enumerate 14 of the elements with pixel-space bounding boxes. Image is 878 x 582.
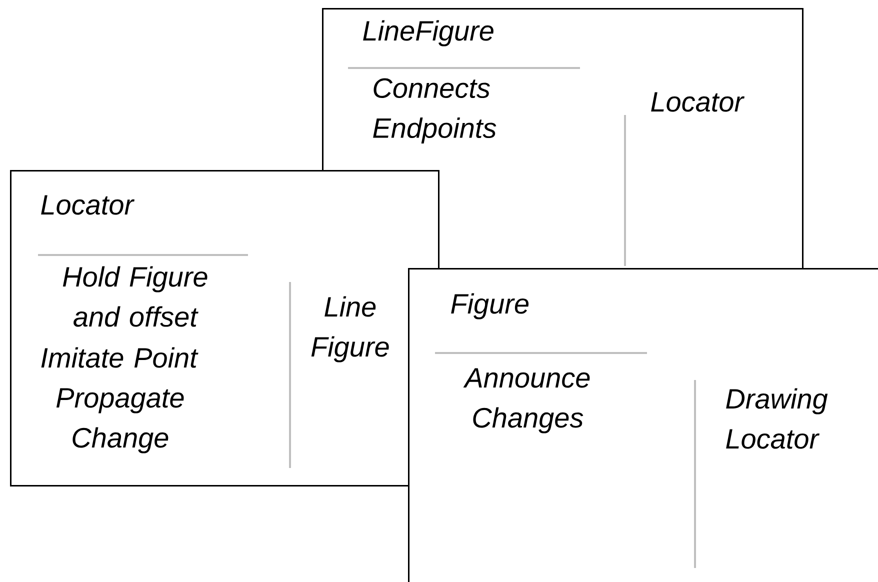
card-title: Figure bbox=[451, 293, 528, 320]
crc-card bbox=[408, 268, 878, 582]
collaborator-text: Locator bbox=[651, 92, 745, 112]
collaborator-text: Line Figure bbox=[311, 296, 389, 362]
card-title: LineFigure bbox=[363, 20, 494, 46]
collaborator-text: Drawing Locator bbox=[726, 388, 828, 449]
crc-card bbox=[322, 8, 804, 270]
responsibility-text: Announce Changes bbox=[463, 368, 590, 434]
responsibility-text: Propagate Change bbox=[56, 388, 184, 454]
responsibility-text: Imitate Point bbox=[41, 347, 198, 368]
responsibility-text: Connects Endpoints bbox=[373, 78, 496, 144]
crc-card bbox=[10, 170, 440, 486]
responsibility-text: Hold Figure and offset bbox=[62, 266, 208, 327]
card-title: Locator bbox=[41, 195, 135, 215]
